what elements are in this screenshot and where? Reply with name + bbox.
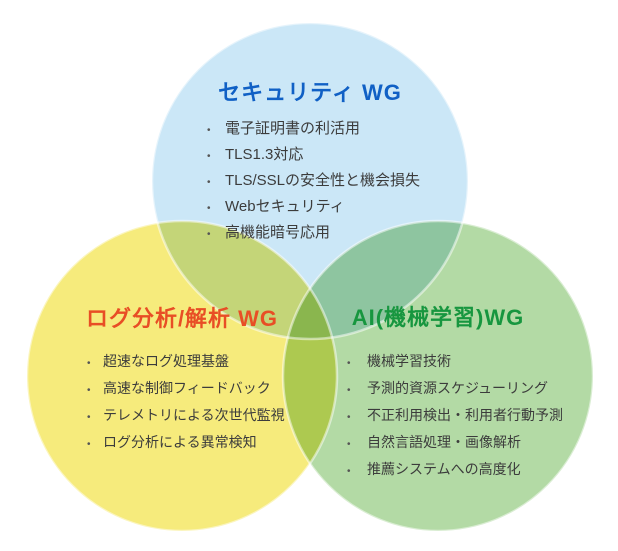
circle-rims: [25, 21, 595, 533]
ai-ml-circle: [283, 221, 593, 531]
log-analysis-circle: [27, 221, 337, 531]
